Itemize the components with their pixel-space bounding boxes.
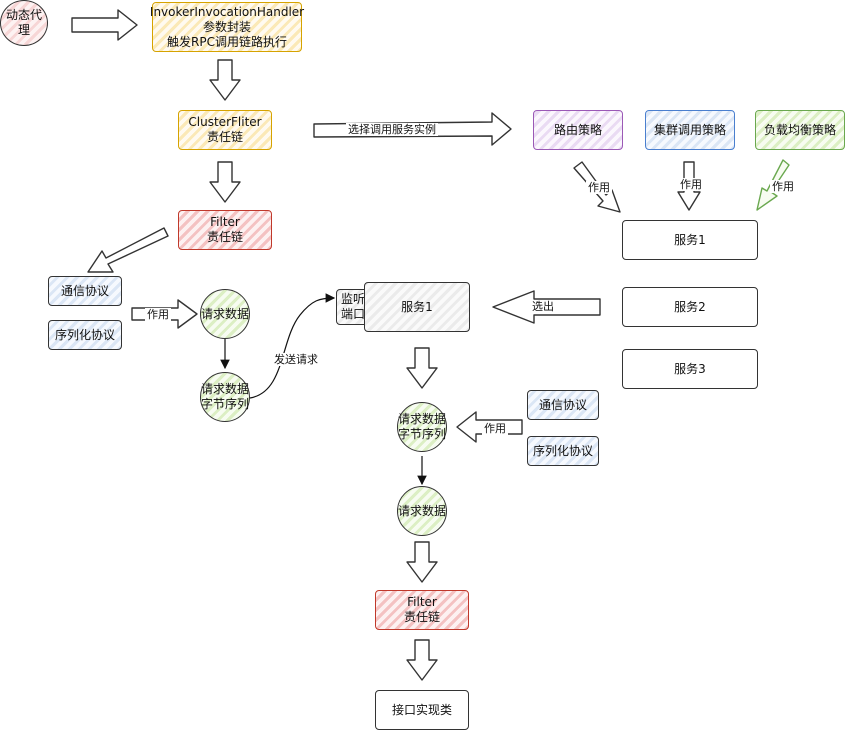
- request-bytes-left-node[interactable]: 请求数据 字节序列: [200, 372, 250, 422]
- label-apply-route: 作用: [586, 181, 612, 194]
- arrow-proxy-to-invoker: [71, 9, 138, 41]
- dynamic-proxy-node[interactable]: 动态代理: [0, 0, 48, 46]
- arrow-invoker-to-cluster: [209, 59, 241, 101]
- arrow-filter-to-protocol: [87, 227, 169, 273]
- filter-bottom-node[interactable]: Filter 责任链: [375, 590, 469, 630]
- line-send-request: [249, 293, 336, 399]
- service1-node[interactable]: 服务1: [622, 220, 758, 260]
- comm-protocol-right-node[interactable]: 通信协议: [527, 390, 599, 420]
- load-balance-strategy-node[interactable]: 负载均衡策略: [755, 110, 845, 150]
- cluster-filter-node[interactable]: ClusterFliter 责任链: [178, 110, 272, 150]
- interface-impl-node[interactable]: 接口实现类: [375, 690, 469, 730]
- label-apply-lb: 作用: [770, 180, 796, 193]
- request-data-left-node[interactable]: 请求数据: [200, 289, 250, 339]
- label-send-request: 发送请求: [272, 353, 320, 366]
- service2-node[interactable]: 服务2: [622, 287, 758, 327]
- serialize-protocol-left-node[interactable]: 序列化协议: [48, 320, 122, 350]
- arrow-data-to-filter: [406, 541, 438, 583]
- label-apply-cluster: 作用: [678, 178, 704, 191]
- arrow-filter-to-impl: [406, 639, 438, 681]
- label-apply-left: 作用: [145, 308, 171, 321]
- label-select-out: 选出: [530, 300, 556, 313]
- label-select-instance: 选择调用服务实例: [346, 123, 438, 136]
- service1-main-node[interactable]: 服务1: [364, 282, 470, 332]
- serialize-protocol-right-node[interactable]: 序列化协议: [527, 436, 599, 466]
- comm-protocol-left-node[interactable]: 通信协议: [48, 276, 122, 306]
- request-bytes-mid-node[interactable]: 请求数据 字节序列: [397, 402, 447, 452]
- filter-top-node[interactable]: Filter 责任链: [178, 210, 272, 250]
- routing-strategy-node[interactable]: 路由策略: [533, 110, 623, 150]
- cluster-strategy-node[interactable]: 集群调用策略: [645, 110, 735, 150]
- arrow-service-to-bytes: [406, 347, 438, 389]
- service3-node[interactable]: 服务3: [622, 349, 758, 389]
- request-data-mid-node[interactable]: 请求数据: [397, 486, 447, 536]
- invoker-handler-node[interactable]: InvokerInvocationHandler 参数封装 触发RPC调用链路执…: [150, 2, 304, 52]
- arrow-cluster-to-filter: [209, 161, 241, 203]
- label-apply-right: 作用: [482, 422, 508, 435]
